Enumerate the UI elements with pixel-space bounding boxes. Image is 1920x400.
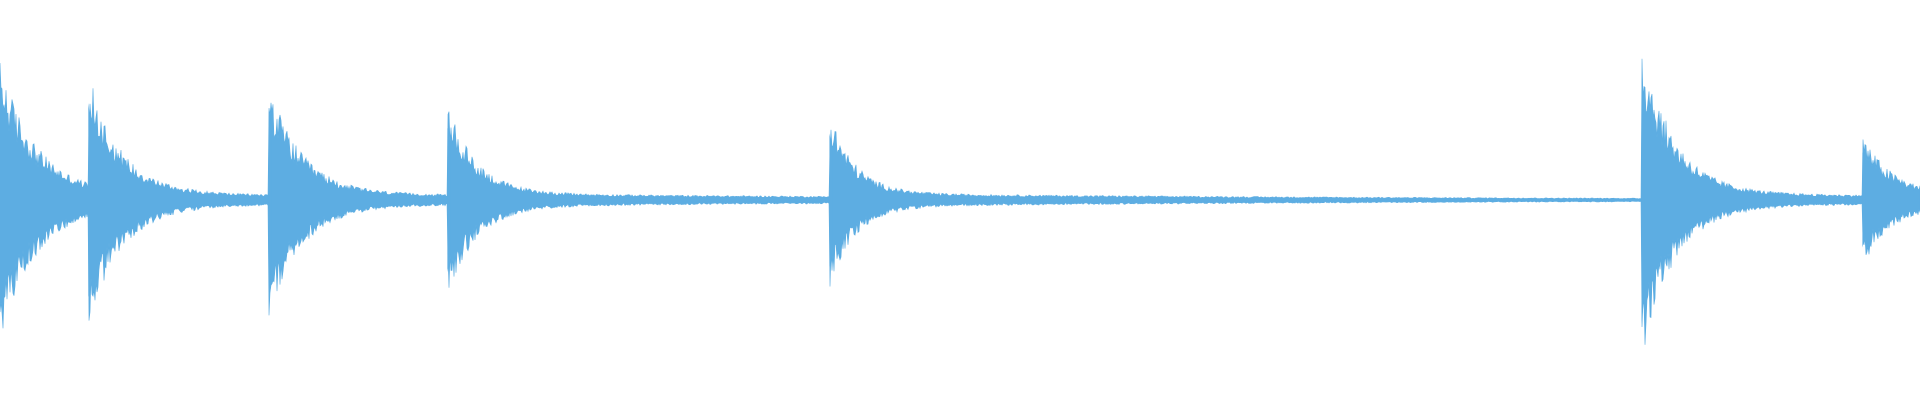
transient-spike-3: [447, 127, 451, 273]
transient-spike-5: [1641, 76, 1645, 324]
transient-spike-6: [1862, 152, 1866, 248]
transient-spike-4: [829, 133, 833, 267]
transient-spike-1: [88, 103, 92, 297]
transient-spike-0: [0, 93, 3, 307]
transient-spike-2: [268, 110, 272, 290]
waveform-envelope: [0, 58, 1920, 345]
